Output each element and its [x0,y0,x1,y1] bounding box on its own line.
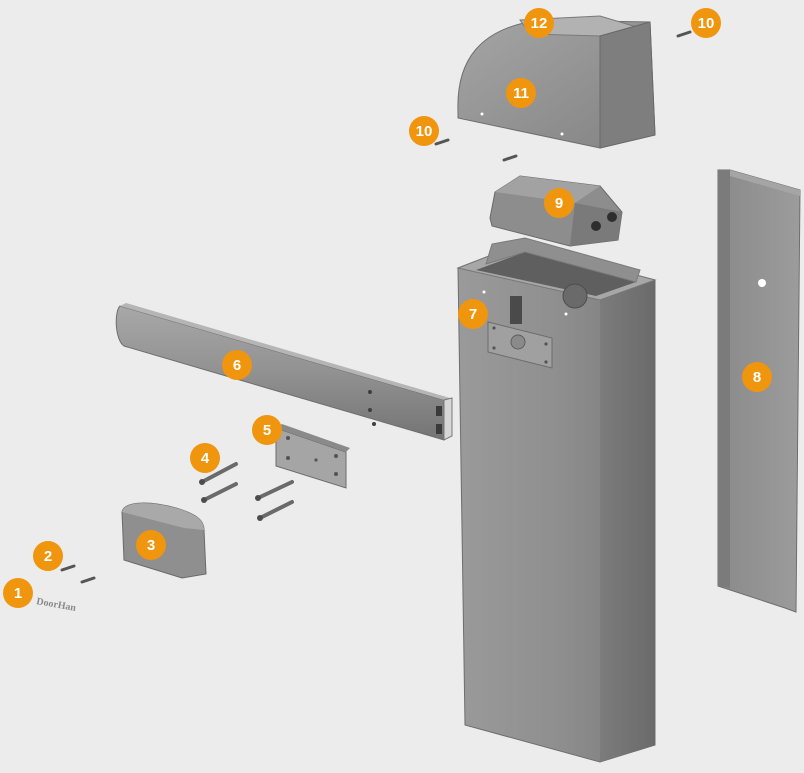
small-screws [60,564,96,584]
callout-badge-8: 8 [742,362,772,392]
callout-number: 8 [753,369,761,386]
callout-circle [33,541,63,571]
callout-circle [524,8,554,38]
callout-badge-4: 4 [190,443,220,473]
screw-top-right [676,30,692,38]
callout-circle [252,415,282,445]
callout-number: 5 [263,422,271,439]
barrier-housing [456,237,657,763]
callout-circle [190,443,220,473]
callout-badge-9: 9 [544,188,574,218]
callout-number: 4 [201,450,210,467]
callout-circle [222,350,252,380]
callout-circle [409,116,439,146]
callout-number: 3 [147,537,155,554]
callout-number: 12 [531,15,548,32]
callout-badge-7: 7 [458,299,488,329]
callout-number: 7 [469,306,477,323]
callout-circle [136,530,166,560]
callout-badge-10b: 10 [409,116,439,146]
callout-circle [3,578,33,608]
boom-holder [115,303,453,441]
callout-number: 2 [44,548,52,565]
callout-badge-2: 2 [33,541,63,571]
callout-circle [506,78,536,108]
callout-badge-5: 5 [252,415,282,445]
callout-number: 10 [416,123,433,140]
callout-circle [742,362,772,392]
callout-number: 1 [14,585,22,602]
mounting-plate [275,424,350,489]
logo-text: DoorHan [35,596,77,614]
top-cover [457,15,656,149]
callout-number: 10 [698,15,715,32]
callout-number: 6 [233,357,241,374]
callout-badge-6: 6 [222,350,252,380]
callout-badge-1: 1 [3,578,33,608]
callout-circle [458,299,488,329]
callout-number: 11 [513,85,529,102]
callout-badge-12: 12 [524,8,554,38]
callout-badge-3: 3 [136,530,166,560]
callout-circle [544,188,574,218]
callout-circle [691,8,721,38]
screw-center [502,154,518,162]
screw-left [434,138,450,146]
callout-number: 9 [555,195,563,212]
callout-badge-10a: 10 [691,8,721,38]
bolts [199,462,294,521]
callout-badge-11: 11 [506,78,536,108]
